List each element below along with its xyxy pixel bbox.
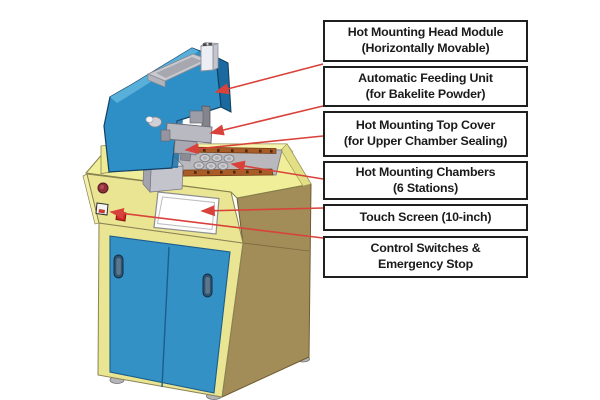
door-handle-right-inner [205,277,210,294]
mechanism-bracket [165,122,213,144]
callout-line-feeding-unit [209,105,324,136]
callout-label: Emergency Stop [378,257,473,271]
callout-label: (for Bakelite Powder) [365,86,486,101]
cabinet-side-seam [242,242,310,252]
tube-front [200,44,214,72]
callout-box-chambers: Hot Mounting Chambers (6 Stations) [323,161,528,200]
cabinet [97,222,244,398]
head-top-channel-inner [156,57,202,78]
callout-box-top-cover: Hot Mounting Top Cover (for Upper Chambe… [323,111,528,157]
door-handle-left-inner [116,258,121,275]
callout-label: Hot Mounting Top Cover [355,118,496,133]
head-top-channel-lip [147,73,166,88]
callout-label: Automatic Feeding Unit [358,70,493,85]
mechanism-sub-block [160,129,171,142]
chamber-stations [193,153,235,171]
tube-slot [203,43,207,46]
touch-screen [153,191,220,235]
callout-lines [109,63,324,239]
callout-label: (Horizontally Movable) [361,41,490,55]
mechanism-block [189,110,204,124]
press-piston [173,139,198,156]
control-panel [82,173,244,244]
callout-label: (for Upper Chamber Sealing) [343,134,508,148]
tube-slot [208,42,213,46]
callout-line-chambers [230,160,324,180]
callout-box-touch-screen: Touch Screen (10-inch) [323,204,528,231]
callout-line-control-switches [109,207,324,239]
cabinet-doors [109,235,231,394]
control-switch-white-red-part [98,209,105,214]
callout-label: (6 Stations) [392,180,459,195]
callout-box-head-module: Hot Mounting Head Module (Horizontally M… [323,20,528,62]
callout-line-head-module [214,63,324,95]
callout-label: Hot Mounting Head Module [347,25,504,40]
callout-box-feeding-unit: Automatic Feeding Unit (for Bakelite Pow… [323,66,528,107]
door-split-line [161,246,170,388]
feeding-tube [146,42,219,88]
callout-label: Touch Screen (10-inch) [359,209,492,224]
callout-label: Hot Mounting Chambers [355,164,496,179]
callout-box-control-switches: Control Switches & Emergency Stop [323,236,528,278]
touch-screen-display [156,196,216,231]
control-switch-white [95,202,109,216]
callout-line-touch-screen [200,205,324,217]
emergency-stop-center [99,184,105,190]
tube-right [212,42,219,71]
mechanism-cylinder-cap [145,116,154,123]
callout-line-top-cover [184,135,324,155]
callout-label: Control Switches & [370,241,481,256]
press-piston-tip [179,152,192,162]
